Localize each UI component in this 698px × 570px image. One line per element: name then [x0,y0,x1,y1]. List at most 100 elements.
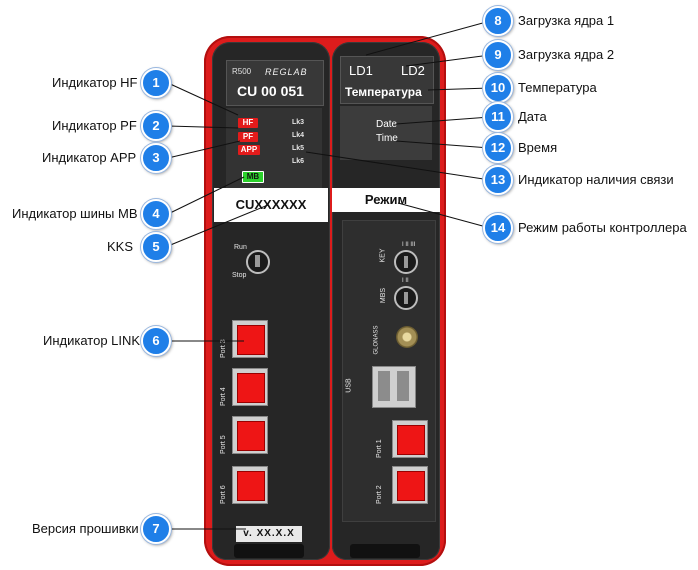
badge-8: 8 [483,6,513,36]
port-3[interactable] [232,320,268,358]
run-label: Run [234,244,247,251]
badge-1: 1 [141,68,171,98]
key-switch[interactable] [394,250,418,274]
model-label: R500 [232,67,252,76]
ld2-label: LD2 [401,63,425,78]
leader-11 [395,116,491,125]
port-5-socket [237,421,265,451]
port-4[interactable] [232,368,268,406]
leader-14 [397,202,491,229]
mbs-marks: I II [402,278,409,284]
leader-8 [365,20,491,56]
badge-12: 12 [483,133,513,163]
leader-12 [395,140,491,149]
badge-5: 5 [141,232,171,262]
badge-13: 13 [483,165,513,195]
left-module: R500 REGLAB CU 00 051 HF PF APP Lk3 Lk4 … [212,42,330,560]
mbs-slot [404,292,408,304]
firmware-strip: v. XX.X.X [236,526,302,542]
callout-label-5: KKS [107,239,134,254]
badge-9: 9 [483,40,513,70]
datetime-area: Date Time [340,106,432,160]
callout-label-8: Загрузка ядра 1 [518,13,615,28]
usb-port-b [397,371,409,401]
led-pf-label: PF [242,132,254,141]
port-5[interactable] [232,416,268,454]
leader-13 [305,151,491,181]
callout-label-10: Температура [518,80,597,95]
id-display: R500 REGLAB CU 00 051 [226,60,324,106]
link-lk3: Lk3 [292,119,305,126]
port-6-socket [237,471,265,501]
callout-label-11: Дата [518,109,547,124]
mode-label: Режим [364,192,408,207]
port-4-socket [237,373,265,403]
badge-7: 7 [141,514,171,544]
date-label: Date [376,119,398,130]
port-6[interactable] [232,466,268,504]
port-2[interactable] [392,466,428,504]
leader-9 [405,54,491,67]
switch-lever [255,255,260,267]
glonass-connector[interactable] [396,326,418,348]
led-mb-label: MB [246,172,260,181]
badge-11: 11 [483,102,513,132]
controller-housing: R500 REGLAB CU 00 051 HF PF APP Lk3 Lk4 … [204,36,446,566]
kks-strip: CUXXXXXX [214,188,328,222]
brand-logo: REGLAB [265,67,308,77]
callout-label-13: Индикатор наличия связи [518,172,674,187]
key-slot [404,256,408,268]
led-hf: HF [238,118,258,128]
port-1[interactable] [392,420,428,458]
bottom-latch-right [350,544,420,558]
callout-label-9: Загрузка ядра 2 [518,47,615,62]
callout-label-14: Режим работы контроллера [518,220,687,235]
mbs-switch[interactable] [394,286,418,310]
leader-1 [167,82,239,116]
link-lk4: Lk4 [292,132,305,139]
leader-10 [427,87,491,91]
callout-label-2: Индикатор PF [52,118,137,133]
bottom-latch-left [234,544,304,558]
firmware-label: v. XX.X.X [243,528,295,539]
badge-6: 6 [141,326,171,356]
ld1-label: LD1 [349,63,373,78]
callout-label-7: Версия прошивки [32,521,139,536]
usb-ports[interactable] [372,366,416,408]
badge-4: 4 [141,199,171,229]
callout-label-12: Время [518,140,558,155]
link-lk5: Lk5 [292,145,305,152]
port-3-socket [237,325,265,355]
badge-14: 14 [483,213,513,243]
badge-10: 10 [483,73,513,103]
led-pf: PF [238,132,258,142]
mode-strip: Режим [332,188,440,212]
callout-label-4: Индикатор шины MB [12,206,138,221]
leader-3 [167,140,241,159]
port-1-socket [397,425,425,455]
run-stop-switch[interactable] [246,250,270,274]
temperature-label: Температура [345,85,422,99]
badge-2: 2 [141,111,171,141]
link-lk6: Lk6 [292,158,305,165]
led-app-label: APP [240,145,258,154]
port-2-socket [397,471,425,501]
leader-2 [167,125,239,129]
led-app: APP [238,145,260,155]
led-mb: MB [242,171,264,183]
callout-label-1: Индикатор HF [52,75,138,90]
key-marks: I II III [402,242,416,248]
stop-label: Stop [232,272,247,279]
status-display: LD1 LD2 Температура [340,56,434,104]
leader-4 [167,176,245,215]
led-hf-label: HF [242,118,254,127]
kks-label: CUXXXXXX [235,197,307,212]
callout-label-6: Индикатор LINK [43,333,141,348]
usb-port-a [378,371,390,401]
display-id: CU 00 051 [237,83,304,99]
time-label: Time [376,133,398,144]
badge-3: 3 [141,143,171,173]
callout-label-3: Индикатор APP [42,150,137,165]
right-module: LD1 LD2 Температура Date Time Режим KEY … [332,42,440,560]
